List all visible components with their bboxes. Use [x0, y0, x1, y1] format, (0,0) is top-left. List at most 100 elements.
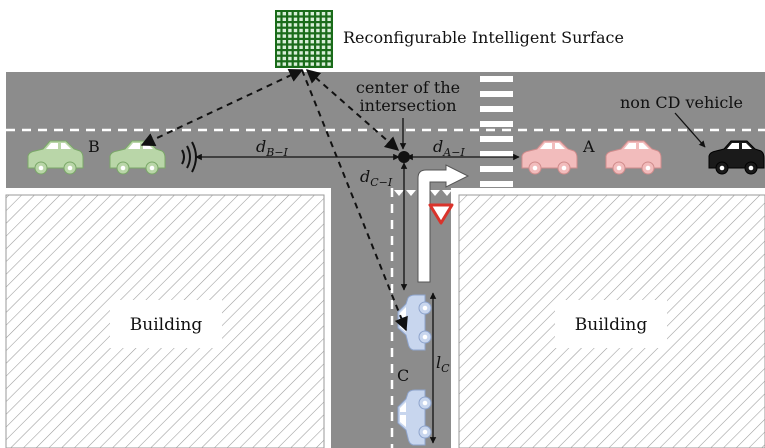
- ris-element: [316, 45, 320, 49]
- ris-element: [293, 28, 298, 33]
- ris-element: [310, 62, 314, 66]
- ris-element: [282, 45, 286, 49]
- ris-element: [316, 51, 320, 55]
- ris-element: [293, 56, 298, 61]
- ris-element: [277, 28, 281, 33]
- ris-element: [293, 45, 298, 49]
- ris-element: [305, 40, 309, 44]
- ris-element: [282, 12, 286, 16]
- ris-element: [327, 56, 331, 61]
- ris-element: [299, 40, 303, 44]
- ris-element: [327, 45, 331, 49]
- ris-element: [293, 34, 298, 38]
- ris-element: [316, 12, 320, 16]
- length-c-label: lC: [436, 353, 450, 375]
- ris-element: [299, 45, 303, 49]
- ris-element: [299, 12, 303, 16]
- ris-element: [299, 17, 303, 21]
- ris-element: [288, 17, 292, 21]
- building-left-label: Building: [130, 315, 203, 335]
- ris-element: [316, 34, 320, 38]
- non-cd-vehicle-label: non CD vehicle: [620, 93, 743, 112]
- ris-element: [327, 62, 331, 66]
- ris-element: [321, 51, 326, 55]
- right-turn-arrow-icon: [417, 164, 470, 283]
- ris-element: [299, 23, 303, 27]
- distance-b-i-label: dB−I: [256, 137, 289, 159]
- ris-element: [316, 17, 320, 21]
- vehicle-b-label: B: [88, 137, 100, 156]
- ris-element: [288, 45, 292, 49]
- ris-element: [288, 56, 292, 61]
- ris-element: [277, 51, 281, 55]
- ris-element: [282, 62, 286, 66]
- ris-element: [321, 45, 326, 49]
- ris-element: [305, 17, 309, 21]
- ris-element: [282, 40, 286, 44]
- ris-element: [277, 23, 281, 27]
- ris-element: [288, 23, 292, 27]
- ris-element: [310, 17, 314, 21]
- ris-element: [299, 34, 303, 38]
- ris-element: [282, 34, 286, 38]
- ris-element: [305, 12, 309, 16]
- center-label-line2: intersection: [359, 96, 456, 115]
- ris-element: [316, 56, 320, 61]
- ris-element: [321, 28, 326, 33]
- ris-element: [288, 62, 292, 66]
- ris-links: [140, 69, 408, 332]
- ris-element: [327, 28, 331, 33]
- ris-element: [321, 23, 326, 27]
- ris-element: [293, 40, 298, 44]
- ris-element: [310, 23, 314, 27]
- distance-arrows: [195, 112, 706, 444]
- ris-element: [299, 56, 303, 61]
- ris-element: [316, 62, 320, 66]
- ris-element: [305, 23, 309, 27]
- ris-element: [293, 51, 298, 55]
- ris-element: [327, 40, 331, 44]
- ris-element: [305, 28, 309, 33]
- center-label-line1: center of the: [356, 78, 460, 97]
- ris-element: [299, 62, 303, 66]
- ris-element: [316, 28, 320, 33]
- ris-element: [321, 12, 326, 16]
- ris-element: [310, 28, 314, 33]
- ris-element: [316, 23, 320, 27]
- ris-element: [282, 28, 286, 33]
- building-right-label: Building: [575, 315, 648, 335]
- ris-element: [277, 62, 281, 66]
- ris-element: [327, 12, 331, 16]
- ris-element: [277, 56, 281, 61]
- ris-label: Reconfigurable Intelligent Surface: [343, 28, 624, 47]
- ris-element: [299, 28, 303, 33]
- ris-element: [310, 12, 314, 16]
- ris-element: [310, 40, 314, 44]
- ris-grid-icon: [275, 10, 333, 68]
- ris-element: [321, 34, 326, 38]
- ris-element: [293, 62, 298, 66]
- ris-element: [321, 17, 326, 21]
- ris-element: [305, 34, 309, 38]
- ris-element: [321, 56, 326, 61]
- ris-element: [327, 23, 331, 27]
- ris-element: [288, 12, 292, 16]
- ris-element: [305, 45, 309, 49]
- ris-element: [305, 62, 309, 66]
- ris-element: [293, 23, 298, 27]
- ris-element: [310, 56, 314, 61]
- ris-element: [282, 23, 286, 27]
- yield-sign-icon: [428, 203, 454, 225]
- ris-element: [277, 40, 281, 44]
- ris-element: [310, 51, 314, 55]
- ris-element: [293, 12, 298, 16]
- ris-element: [327, 34, 331, 38]
- vehicle-a-label: A: [582, 137, 595, 156]
- ris-element: [305, 56, 309, 61]
- ris-element: [277, 17, 281, 21]
- ris-element: [321, 62, 326, 66]
- ris-element: [327, 51, 331, 55]
- ris-element: [310, 34, 314, 38]
- ris-element: [288, 34, 292, 38]
